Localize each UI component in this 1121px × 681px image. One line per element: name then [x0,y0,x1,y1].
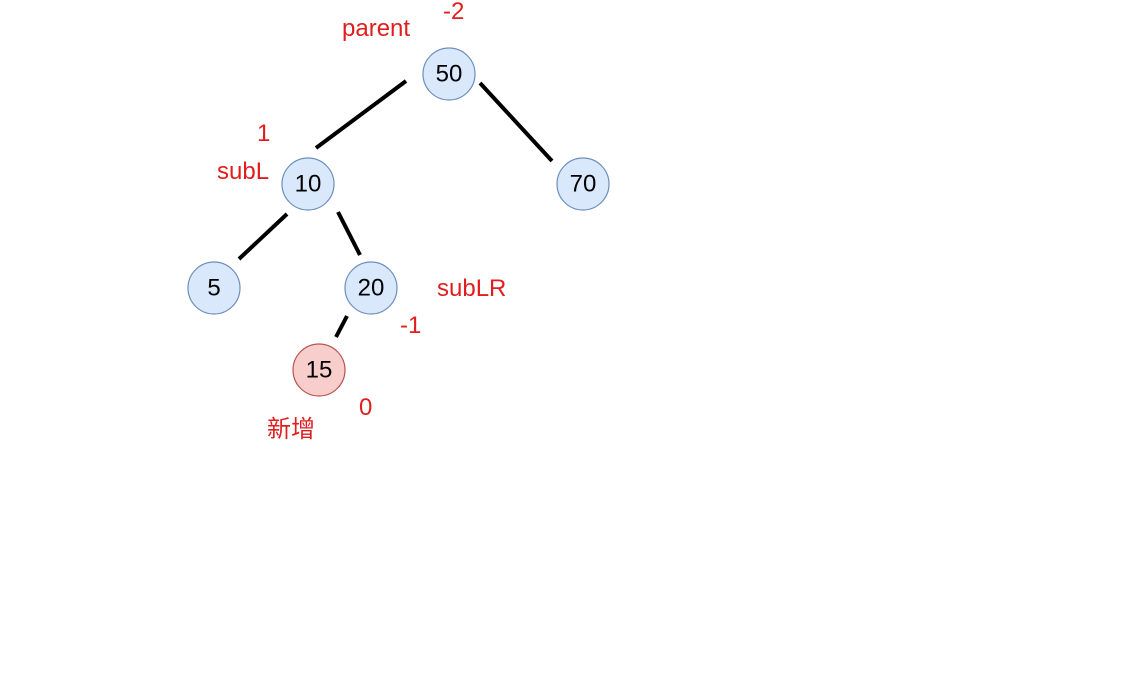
node-circle [556,157,610,211]
node-value: 15 [306,356,333,383]
edge-20-15 [334,315,349,338]
tree-node-15-new: 15 [292,343,346,397]
edge-50-70 [478,81,554,163]
sublr-balance-factor: -1 [400,312,421,339]
sublr-label: subLR [437,275,506,302]
edge-10-5 [237,212,289,261]
node-circle [344,261,398,315]
tree-node-20: 20 [344,261,398,315]
tree-node-5: 5 [187,261,241,315]
node-value: 20 [358,274,385,301]
edge-50-10 [314,79,408,150]
node-value: 70 [570,170,597,197]
node-circle [187,261,241,315]
node-value: 5 [207,274,220,301]
subl-label: subL [217,158,269,185]
node-value: 50 [436,60,463,87]
node-circle [281,157,335,211]
new-node-label: 新增 [267,416,315,443]
new-node-balance-factor: 0 [359,394,372,421]
node-circle [422,47,476,101]
tree-node-10: 10 [281,157,335,211]
parent-balance-factor: -2 [443,0,464,25]
tree-node-50: 50 [422,47,476,101]
parent-label: parent [342,15,410,42]
edge-10-20 [336,211,362,256]
node-value: 10 [295,170,322,197]
node-circle-new [292,343,346,397]
subl-balance-factor: 1 [257,120,270,147]
tree-node-70: 70 [556,157,610,211]
